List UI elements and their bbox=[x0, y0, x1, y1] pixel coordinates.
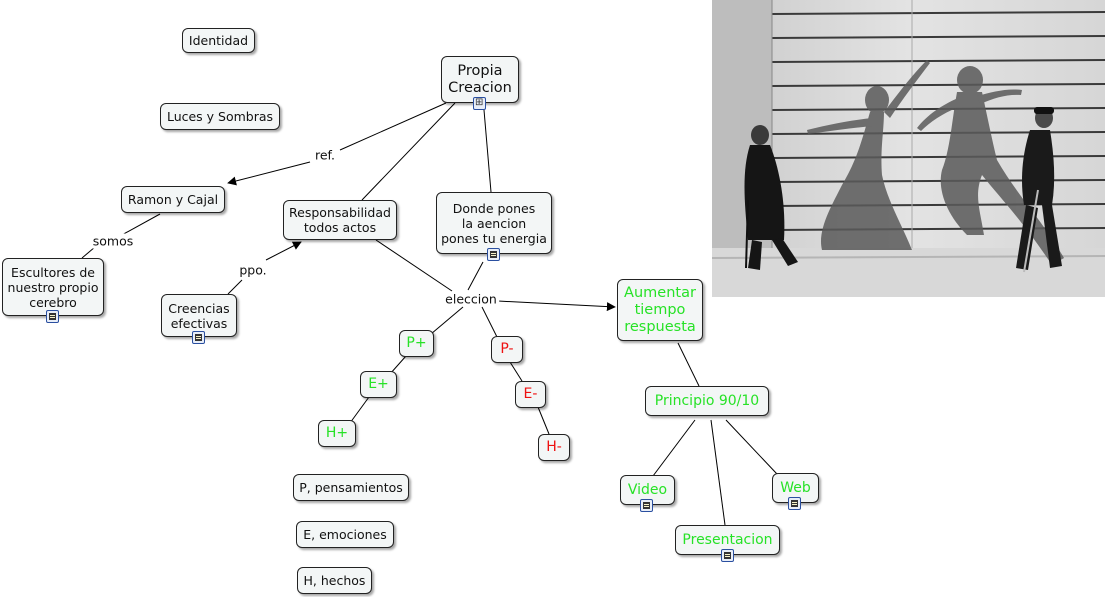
link-creencias-ppo bbox=[227, 279, 243, 295]
link-eleccion-pminus bbox=[481, 306, 498, 338]
link-propia-responsabilidad bbox=[361, 102, 456, 201]
concept-aumentar-label: Aumentar tiempo respuesta bbox=[624, 284, 696, 335]
document-icon[interactable] bbox=[721, 549, 734, 562]
concept-video-label: Video bbox=[627, 481, 668, 498]
concept-e-plus[interactable]: E+ bbox=[360, 371, 397, 398]
link-label-ref: ref. bbox=[312, 147, 338, 163]
link-propia-donde bbox=[483, 109, 492, 193]
concept-p-pensamientos-label: P, pensamientos bbox=[299, 480, 403, 495]
document-icon[interactable] bbox=[46, 310, 59, 323]
link-eleccion-pplus bbox=[430, 306, 464, 335]
concept-p-minus[interactable]: P- bbox=[491, 336, 523, 363]
concept-presentacion[interactable]: Presentacion bbox=[675, 525, 780, 555]
concept-responsabilidad[interactable]: Responsabilidad todos actos bbox=[283, 200, 397, 240]
link-ppo-responsabilidad bbox=[265, 241, 302, 261]
concept-e-emociones[interactable]: E, emociones bbox=[296, 521, 394, 548]
link-principio-video bbox=[652, 419, 696, 477]
link-label-eleccion: eleccion bbox=[443, 291, 499, 307]
concept-p-pensamientos[interactable]: P, pensamientos bbox=[293, 474, 409, 501]
document-icon[interactable] bbox=[640, 499, 653, 512]
shadow-dancers-photo bbox=[712, 0, 1105, 297]
document-icon[interactable] bbox=[192, 331, 205, 344]
concept-e-plus-label: E+ bbox=[368, 376, 389, 392]
link-donde-eleccion bbox=[467, 261, 484, 291]
concept-luces-y-sombras[interactable]: Luces y Sombras bbox=[160, 103, 280, 130]
concept-escultores-label: Escultores de nuestro propio cerebro bbox=[7, 264, 99, 310]
submap-icon[interactable] bbox=[473, 97, 486, 110]
concept-p-plus[interactable]: P+ bbox=[399, 330, 434, 357]
concept-donde-label: Donde pones la aencion pones tu energia bbox=[441, 200, 547, 246]
link-ref-ramon bbox=[227, 161, 311, 186]
concept-luces-label: Luces y Sombras bbox=[166, 109, 274, 124]
document-icon[interactable] bbox=[487, 248, 500, 261]
concept-presentacion-label: Presentacion bbox=[682, 531, 773, 548]
document-icon[interactable] bbox=[788, 497, 801, 510]
link-eleccion-aumentar bbox=[497, 300, 616, 312]
concept-e-minus[interactable]: E- bbox=[515, 381, 546, 408]
link-somos-escultores bbox=[81, 246, 96, 259]
concept-responsabilidad-label: Responsabilidad todos actos bbox=[289, 205, 391, 235]
concept-e-minus-label: E- bbox=[523, 386, 538, 402]
concept-escultores[interactable]: Escultores de nuestro propio cerebro bbox=[2, 258, 104, 316]
link-aumentar-principio bbox=[677, 342, 700, 387]
link-eminus-hminus bbox=[537, 406, 550, 435]
concept-h-plus[interactable]: H+ bbox=[318, 420, 356, 447]
concept-e-emociones-label: E, emociones bbox=[303, 527, 387, 542]
concept-h-minus[interactable]: H- bbox=[538, 434, 570, 461]
concept-ramon-label: Ramon y Cajal bbox=[127, 192, 219, 207]
link-principio-presentacion bbox=[710, 419, 726, 526]
link-eplus-hplus bbox=[349, 396, 370, 424]
link-pminus-eminus bbox=[509, 361, 523, 382]
concept-creencias[interactable]: Creencias efectivas bbox=[161, 294, 237, 337]
link-label-somos: somos bbox=[90, 233, 136, 249]
concept-h-minus-label: H- bbox=[546, 439, 562, 455]
concept-h-hechos[interactable]: H, hechos bbox=[297, 567, 372, 594]
concept-principio-label: Principio 90/10 bbox=[654, 392, 760, 409]
concept-creencias-label: Creencias efectivas bbox=[168, 300, 230, 331]
link-propia-ref bbox=[339, 102, 447, 151]
concept-identidad-label: Identidad bbox=[188, 33, 249, 48]
concept-p-plus-label: P+ bbox=[406, 335, 427, 351]
concept-donde-pones[interactable]: Donde pones la aencion pones tu energia bbox=[436, 192, 552, 254]
link-label-ppo: ppo. bbox=[237, 262, 269, 278]
concept-h-plus-label: H+ bbox=[325, 425, 349, 441]
concept-aumentar-tiempo[interactable]: Aumentar tiempo respuesta bbox=[617, 279, 703, 341]
link-principio-web bbox=[725, 419, 778, 475]
concept-p-minus-label: P- bbox=[500, 341, 514, 357]
concept-principio-90-10[interactable]: Principio 90/10 bbox=[645, 386, 769, 416]
concept-propia-label: Propia Creacion bbox=[448, 62, 512, 96]
concept-propia-creacion[interactable]: Propia Creacion bbox=[441, 56, 519, 103]
concept-ramon-y-cajal[interactable]: Ramon y Cajal bbox=[121, 186, 225, 213]
concept-identidad[interactable]: Identidad bbox=[182, 28, 255, 53]
concept-h-hechos-label: H, hechos bbox=[303, 573, 366, 588]
concept-web-label: Web bbox=[780, 479, 811, 496]
